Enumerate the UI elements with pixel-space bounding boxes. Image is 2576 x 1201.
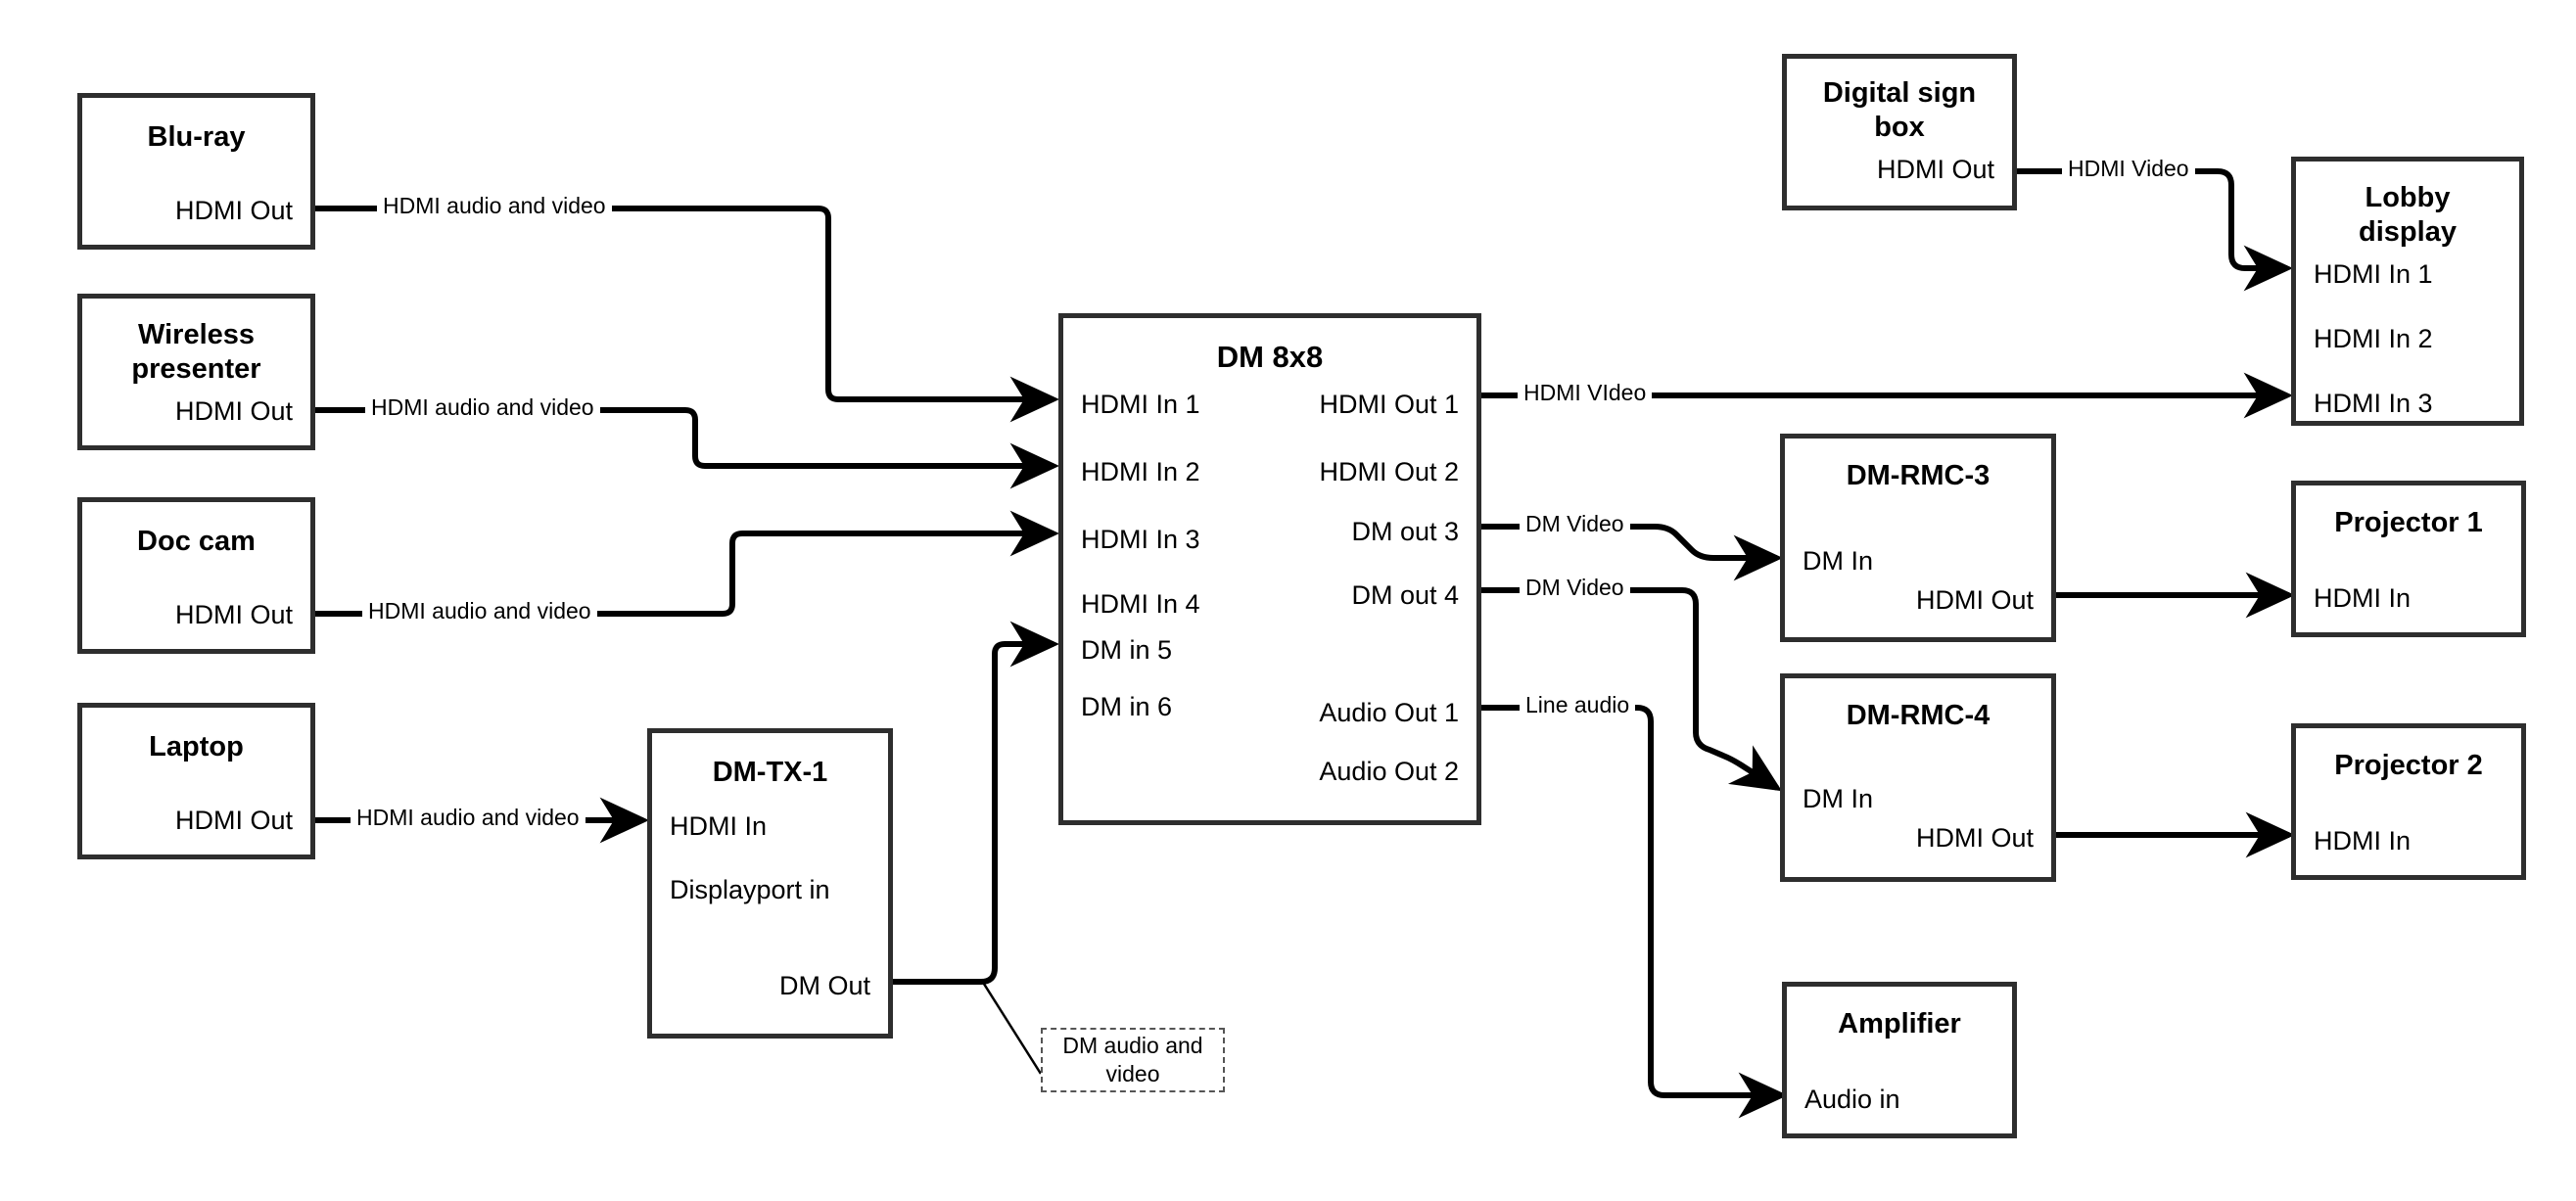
node-dm-8x8-output-dm-out-4[interactable]: DM out 4	[1351, 580, 1459, 610]
node-dm-rmc-3-title: DM-RMC-3	[1846, 460, 1991, 491]
wire-label-signbox-to-lobby: HDMI Video	[2062, 156, 2195, 182]
node-dm-rmc-4[interactable]: DM-RMC-4 DM In HDMI Out	[1780, 673, 2056, 882]
node-lobby-display[interactable]: Lobby display HDMI In 1 HDMI In 2 HDMI I…	[2291, 157, 2524, 426]
node-wireless-presenter-title: Wireless presenter	[131, 319, 261, 386]
node-dm-8x8-output-hdmi-out-1[interactable]: HDMI Out 1	[1319, 390, 1459, 419]
wire-doccam-to-dm-in3	[315, 510, 1059, 617]
node-dm-8x8-title: DM 8x8	[1216, 340, 1324, 374]
node-digital-sign-box-port-hdmi-out[interactable]: HDMI Out	[1876, 155, 1994, 184]
wire-dmtx1-to-dm-in5	[893, 621, 1059, 985]
node-dm-8x8-output-dm-out-3[interactable]: DM out 3	[1351, 517, 1459, 546]
note-dm-audio-and-video-text: DM audio and video	[1062, 1033, 1203, 1086]
note-dm-audio-and-video: DM audio and video	[1041, 1028, 1225, 1092]
wire-label-dmout3-to-rmc3: DM Video	[1520, 511, 1630, 537]
node-doc-cam[interactable]: Doc cam HDMI Out	[77, 497, 315, 654]
node-bluray[interactable]: Blu-ray HDMI Out	[77, 93, 315, 250]
node-dm-8x8[interactable]: DM 8x8 HDMI In 1 HDMI In 2 HDMI In 3 HDM…	[1058, 313, 1481, 825]
node-bluray-title: Blu-ray	[147, 121, 246, 153]
node-dm-rmc-3[interactable]: DM-RMC-3 DM In HDMI Out	[1780, 434, 2056, 642]
node-dm-rmc-3-port-hdmi-out[interactable]: HDMI Out	[1915, 585, 2034, 615]
node-amplifier-port-audio-in[interactable]: Audio in	[1804, 1085, 1900, 1114]
node-laptop[interactable]: Laptop HDMI Out	[77, 703, 315, 859]
wire-wireless-to-dm-in2	[315, 407, 1059, 489]
note-leader-line	[980, 980, 1043, 1075]
node-projector-1-title: Projector 1	[2334, 507, 2483, 538]
wire-label-laptop-to-dmtx1: HDMI audio and video	[351, 805, 585, 831]
wire-label-wireless-to-dm-in2: HDMI audio and video	[365, 394, 600, 421]
wire-dm-out3-to-rmc3	[1481, 524, 1783, 581]
node-wireless-presenter-port-hdmi-out[interactable]: HDMI Out	[174, 396, 293, 426]
wire-audioout1-to-amplifier	[1481, 705, 1788, 1119]
node-digital-sign-box-title: Digital sign box	[1822, 77, 1977, 144]
node-dm-8x8-output-audio-out-1[interactable]: Audio Out 1	[1319, 698, 1459, 727]
node-dm-tx-1-port-displayport-in[interactable]: Displayport in	[670, 875, 830, 904]
node-dm-tx-1-port-hdmi-in[interactable]: HDMI In	[670, 811, 768, 841]
node-lobby-display-title: Lobby display	[2359, 182, 2457, 249]
node-amplifier[interactable]: Amplifier Audio in	[1782, 982, 2017, 1138]
wire-signbox-to-lobby-in1	[2017, 168, 2293, 292]
node-amplifier-title: Amplifier	[1838, 1008, 1961, 1039]
wire-bluray-to-dm-in1	[315, 206, 1059, 423]
node-doc-cam-title: Doc cam	[137, 526, 256, 557]
node-dm-8x8-input-hdmi-in-4[interactable]: HDMI In 4	[1081, 589, 1200, 619]
node-wireless-presenter[interactable]: Wireless presenter HDMI Out	[77, 294, 315, 450]
node-lobby-display-port-hdmi-in-2[interactable]: HDMI In 2	[2314, 324, 2433, 353]
node-dm-tx-1[interactable]: DM-TX-1 HDMI In Displayport in DM Out	[647, 728, 893, 1039]
node-doc-cam-port-hdmi-out[interactable]: HDMI Out	[174, 600, 293, 629]
node-dm-8x8-output-hdmi-out-2[interactable]: HDMI Out 2	[1319, 457, 1459, 486]
wire-label-hdmiout1-to-lobby: HDMI VIdeo	[1518, 380, 1653, 406]
node-dm-8x8-output-audio-out-2[interactable]: Audio Out 2	[1319, 757, 1459, 786]
node-projector-2-port-hdmi-in[interactable]: HDMI In	[2314, 826, 2412, 855]
node-dm-rmc-3-port-dm-in[interactable]: DM In	[1803, 546, 1874, 576]
wire-label-audioout1-to-amp: Line audio	[1520, 692, 1636, 718]
node-lobby-display-port-hdmi-in-1[interactable]: HDMI In 1	[2314, 259, 2433, 289]
node-dm-rmc-4-port-dm-in[interactable]: DM In	[1803, 784, 1874, 813]
node-laptop-port-hdmi-out[interactable]: HDMI Out	[174, 806, 293, 835]
node-dm-rmc-4-title: DM-RMC-4	[1846, 700, 1991, 731]
node-dm-8x8-input-hdmi-in-1[interactable]: HDMI In 1	[1081, 390, 1200, 419]
node-bluray-port-hdmi-out[interactable]: HDMI Out	[174, 196, 293, 225]
wire-dm-out4-to-rmc4	[1481, 587, 1783, 792]
node-digital-sign-box[interactable]: Digital sign box HDMI Out	[1782, 54, 2017, 210]
node-dm-rmc-4-port-hdmi-out[interactable]: HDMI Out	[1915, 823, 2034, 853]
node-dm-8x8-input-hdmi-in-2[interactable]: HDMI In 2	[1081, 457, 1200, 486]
node-projector-2-title: Projector 2	[2334, 750, 2483, 781]
node-projector-2[interactable]: Projector 2 HDMI In	[2291, 723, 2526, 880]
node-lobby-display-port-hdmi-in-3[interactable]: HDMI In 3	[2314, 389, 2433, 418]
node-projector-1-port-hdmi-in[interactable]: HDMI In	[2314, 583, 2412, 613]
node-laptop-title: Laptop	[149, 731, 244, 762]
node-dm-tx-1-title: DM-TX-1	[712, 757, 828, 788]
wire-label-bluray-to-dm-in1: HDMI audio and video	[377, 193, 612, 219]
wire-label-doccam-to-dm-in3: HDMI audio and video	[362, 598, 597, 624]
node-projector-1[interactable]: Projector 1 HDMI In	[2291, 481, 2526, 637]
node-dm-8x8-input-dm-in-6[interactable]: DM in 6	[1081, 692, 1173, 721]
node-dm-8x8-input-hdmi-in-3[interactable]: HDMI In 3	[1081, 525, 1200, 554]
node-dm-tx-1-port-dm-out[interactable]: DM Out	[778, 971, 870, 1000]
node-dm-8x8-input-dm-in-5[interactable]: DM in 5	[1081, 635, 1173, 665]
wire-label-dmout4-to-rmc4: DM Video	[1520, 575, 1630, 601]
